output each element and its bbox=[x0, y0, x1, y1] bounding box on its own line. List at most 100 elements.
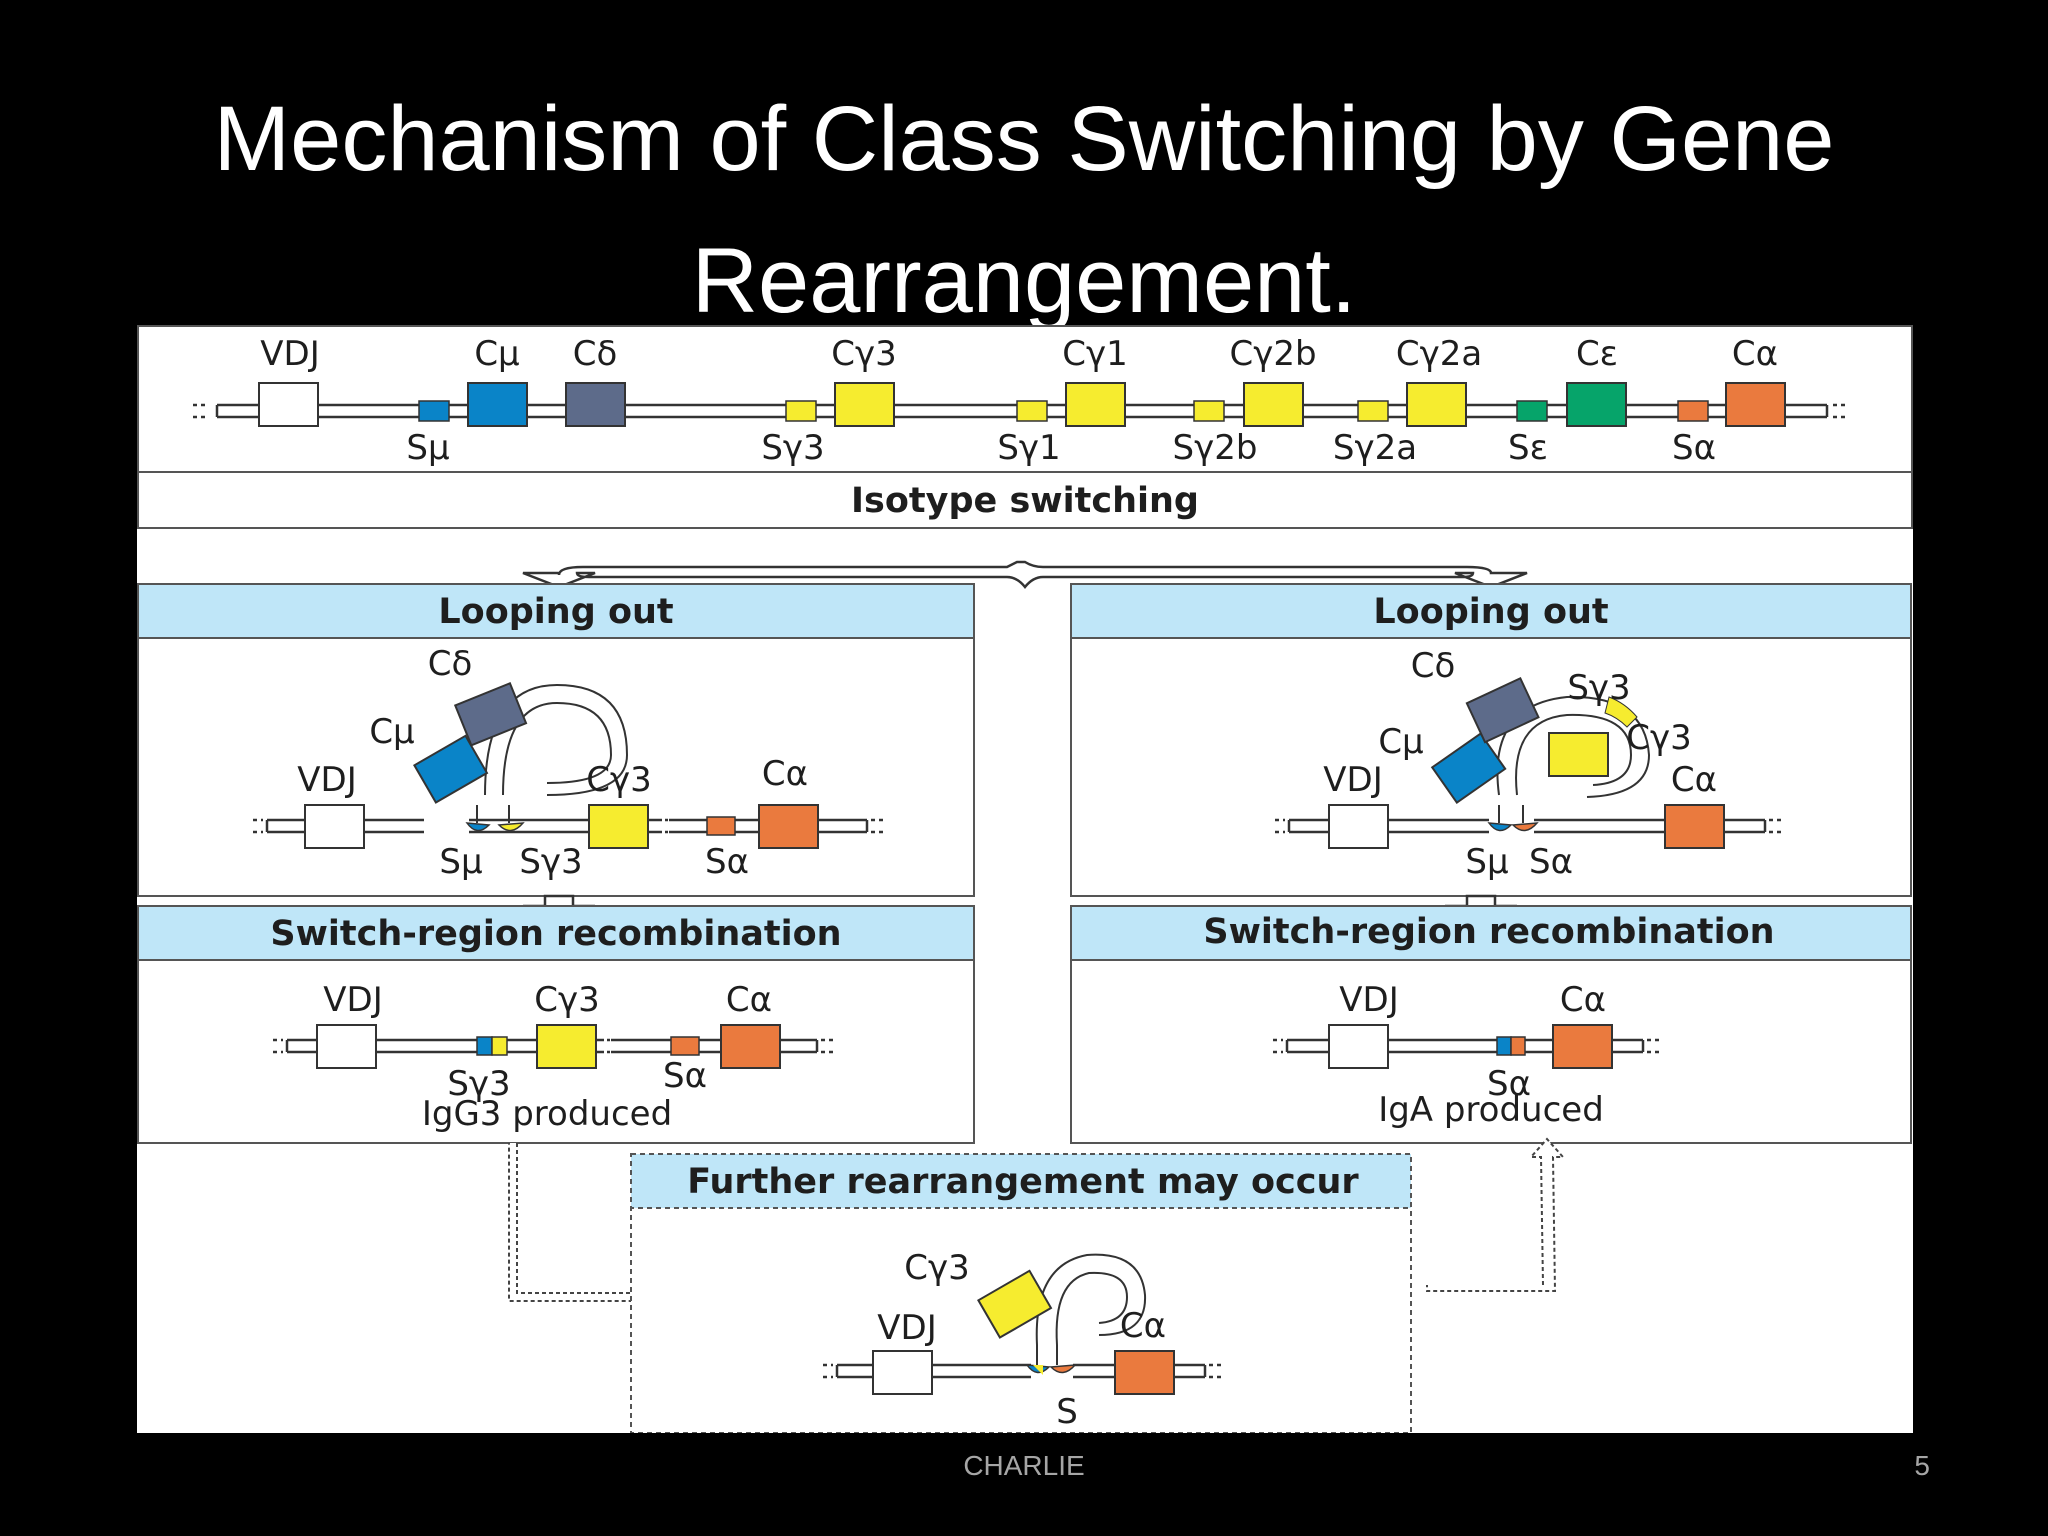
title-line-1: Mechanism of Class Switching by Gene bbox=[213, 88, 1835, 190]
left-recomb-calpha-exon bbox=[720, 1024, 781, 1069]
sgamma2b-label: Sγ2b bbox=[1173, 428, 1258, 468]
right-recomb-calpha-exon bbox=[1552, 1024, 1613, 1069]
sepsilon-label: Sε bbox=[1508, 428, 1548, 468]
igg3-produced-label: IgG3 produced bbox=[422, 1094, 672, 1134]
further-rearrangement-header: Further rearrangement may occur bbox=[687, 1162, 1359, 1202]
sgamma2a-label: Sγ2a bbox=[1333, 428, 1417, 468]
left-recomb-smu-part bbox=[476, 1036, 493, 1056]
split-arrows bbox=[522, 560, 1528, 590]
right-looping-header: Looping out bbox=[1373, 592, 1608, 632]
left-recomb-vdj-label: VDJ bbox=[323, 980, 382, 1020]
right-calpha-exon bbox=[1664, 804, 1725, 849]
page-number: 5 bbox=[1914, 1450, 1930, 1481]
germline-locus: VDJ Cμ Cδ Cγ3 Cγ1 Cγ2b Cγ2a Cε Cα Sμ Sγ3… bbox=[137, 325, 1913, 473]
left-vdj-exon bbox=[304, 804, 365, 849]
left-calpha-exon bbox=[758, 804, 819, 849]
right-recombination-header: Switch-region recombination bbox=[1203, 912, 1774, 952]
right-cgamma3-label: Cγ3 bbox=[1626, 718, 1692, 758]
left-recombination-header: Switch-region recombination bbox=[270, 914, 841, 954]
vdj-exon bbox=[258, 382, 319, 427]
cgamma2a-exon bbox=[1406, 382, 1467, 427]
left-looping-header: Looping out bbox=[438, 592, 673, 632]
left-recomb-sgamma3-label: Sγ3 bbox=[447, 1064, 510, 1104]
left-cgamma3-exon bbox=[588, 804, 649, 849]
bottom-calpha-label: Cα bbox=[1120, 1306, 1166, 1346]
bottom-cgamma3-exon bbox=[977, 1269, 1053, 1339]
left-sgamma3-label: Sγ3 bbox=[519, 842, 582, 882]
left-recomb-cgamma3-label: Cγ3 bbox=[534, 980, 600, 1020]
right-cmu-exon bbox=[1430, 732, 1507, 805]
cepsilon-exon bbox=[1566, 382, 1627, 427]
bottom-vdj-label: VDJ bbox=[877, 1308, 936, 1348]
calpha-exon bbox=[1725, 382, 1786, 427]
cepsilon-label: Cε bbox=[1576, 334, 1618, 374]
right-cgamma3-exon bbox=[1548, 732, 1609, 777]
right-cdelta-label: Cδ bbox=[1411, 646, 1456, 686]
sgamma2a-region bbox=[1357, 400, 1389, 422]
right-sgamma3-label: Sγ3 bbox=[1567, 668, 1630, 708]
cmu-label: Cμ bbox=[474, 334, 519, 374]
left-vdj-label: VDJ bbox=[297, 760, 356, 800]
further-rearrangement-panel: Further rearrangement may occur Cγ3 VDJ … bbox=[630, 1153, 1412, 1433]
left-salpha-label: Sα bbox=[705, 842, 749, 882]
left-salpha-region bbox=[706, 816, 736, 836]
salpha-region bbox=[1677, 400, 1709, 422]
right-calpha-label: Cα bbox=[1671, 760, 1717, 800]
cdelta-exon bbox=[565, 382, 626, 427]
left-cmu-exon bbox=[413, 734, 489, 804]
left-calpha-label: Cα bbox=[762, 754, 808, 794]
sepsilon-region bbox=[1516, 400, 1548, 422]
left-cgamma3-label: Cγ3 bbox=[586, 760, 652, 800]
right-cdelta-exon bbox=[1465, 676, 1540, 744]
sgamma3-region bbox=[785, 400, 817, 422]
title-line-2: Rearrangement. bbox=[691, 230, 1357, 332]
right-smu-label: Sμ bbox=[1465, 842, 1508, 882]
right-recombination-panel: Switch-region recombination VDJ Cα Sα Ig… bbox=[1070, 905, 1912, 1144]
cgamma2b-label: Cγ2b bbox=[1229, 334, 1316, 374]
right-recomb-salpha-part bbox=[1510, 1036, 1526, 1056]
cmu-exon bbox=[467, 382, 528, 427]
salpha-label: Sα bbox=[1672, 428, 1716, 468]
bottom-calpha-exon bbox=[1114, 1350, 1175, 1395]
smu-region bbox=[418, 400, 450, 422]
cgamma3-label: Cγ3 bbox=[831, 334, 897, 374]
footer-author: CHARLIE bbox=[963, 1450, 1085, 1481]
right-recomb-calpha-label: Cα bbox=[1560, 980, 1606, 1020]
vdj-label: VDJ bbox=[260, 334, 319, 374]
bottom-vdj-exon bbox=[872, 1350, 933, 1395]
cdelta-label: Cδ bbox=[573, 334, 618, 374]
cgamma2b-exon bbox=[1243, 382, 1304, 427]
left-cdelta-label: Cδ bbox=[428, 644, 473, 684]
smu-label: Sμ bbox=[406, 428, 449, 468]
cgamma1-exon bbox=[1065, 382, 1126, 427]
right-looping-panel: Looping out Cδ Sγ3 Cμ Cγ3 VDJ Cα Sμ Sα bbox=[1070, 583, 1912, 897]
left-recomb-cgamma3-exon bbox=[536, 1024, 597, 1069]
left-recomb-salpha-region bbox=[670, 1036, 700, 1056]
left-looping-panel: Looping out Cδ Cμ VDJ Cγ3 Cα Sμ Sγ3 Sα bbox=[137, 583, 975, 897]
class-switching-diagram: VDJ Cμ Cδ Cγ3 Cγ1 Cγ2b Cγ2a Cε Cα Sμ Sγ3… bbox=[137, 325, 1913, 1433]
right-recomb-vdj-exon bbox=[1328, 1024, 1389, 1069]
isotype-switching-bar: Isotype switching bbox=[137, 471, 1913, 529]
sgamma1-label: Sγ1 bbox=[997, 428, 1060, 468]
left-recomb-vdj-exon bbox=[316, 1024, 377, 1069]
right-recomb-salpha-label: Sα bbox=[1487, 1064, 1531, 1104]
cgamma2a-label: Cγ2a bbox=[1396, 334, 1482, 374]
iga-produced-label: IgA produced bbox=[1378, 1090, 1604, 1130]
bottom-s-label: S bbox=[1056, 1392, 1078, 1432]
right-cmu-label: Cμ bbox=[1378, 722, 1423, 762]
sgamma3-label: Sγ3 bbox=[761, 428, 824, 468]
cgamma1-label: Cγ1 bbox=[1062, 334, 1128, 374]
left-recomb-calpha-label: Cα bbox=[726, 980, 772, 1020]
left-recomb-salpha-label: Sα bbox=[663, 1056, 707, 1096]
sgamma1-region bbox=[1016, 400, 1048, 422]
calpha-label: Cα bbox=[1732, 334, 1778, 374]
right-recomb-smu-part bbox=[1496, 1036, 1512, 1056]
left-cdelta-exon bbox=[453, 681, 528, 747]
left-recomb-sgamma3-part bbox=[491, 1036, 508, 1056]
bottom-cgamma3-label: Cγ3 bbox=[904, 1248, 970, 1288]
left-cmu-label: Cμ bbox=[369, 712, 414, 752]
slide-title: Mechanism of Class Switching by Gene Rea… bbox=[0, 68, 2048, 352]
left-recombination-panel: Switch-region recombination VDJ Cγ3 Cα S… bbox=[137, 905, 975, 1144]
left-smu-label: Sμ bbox=[439, 842, 482, 882]
right-vdj-label: VDJ bbox=[1323, 760, 1382, 800]
